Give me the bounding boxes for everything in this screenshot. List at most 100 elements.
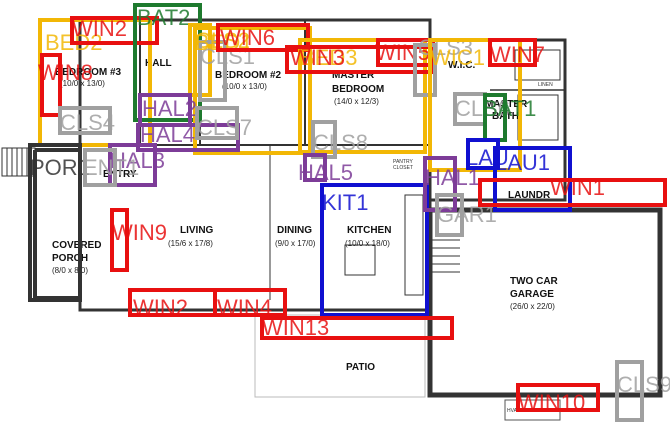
annotation-label: CLS8 xyxy=(313,130,368,155)
annotation-bat1: BAT1 xyxy=(483,93,536,142)
annotation-win6: WIN6 xyxy=(216,23,310,52)
annotation-label: WIN6 xyxy=(220,25,275,50)
kitchen-counter xyxy=(404,194,424,296)
annotation-cls8: CLS8 xyxy=(311,120,368,159)
annotation-label: WIN7 xyxy=(490,42,545,67)
annotation-bed3: BED3 xyxy=(298,38,427,154)
room-label-garage-2: GARAGE xyxy=(510,289,554,300)
annotation-label: WIN2 xyxy=(72,16,127,41)
annotation-box xyxy=(28,143,82,302)
annotation-box xyxy=(193,26,312,155)
annotation-bat2: BAT2 xyxy=(133,3,202,122)
annotation-box xyxy=(516,383,600,412)
annotation-label: HAL5 xyxy=(298,160,353,185)
annotation-box xyxy=(110,208,129,272)
room-label-living: LIVING xyxy=(180,225,214,236)
room-dims-kitchen: (10/0 x 18/0) xyxy=(345,239,390,248)
annotation-win7: WIN7 xyxy=(488,38,545,67)
room-label-wic: W.I.C. xyxy=(448,60,475,71)
label-linen: LINEN xyxy=(538,82,553,88)
annotation-box xyxy=(83,148,117,187)
annotation-label: POR1 xyxy=(30,155,90,180)
annotation-label: WIC1 xyxy=(430,45,485,70)
room-dims-bedroom3: (10/0 x 13/0) xyxy=(60,79,105,88)
annotation-box xyxy=(478,178,667,207)
annotation-hal1: HAL1 xyxy=(423,156,480,212)
annotation-box xyxy=(303,153,327,182)
annotation-label: WIN13 xyxy=(262,315,329,340)
garage-steps xyxy=(432,239,460,273)
annotation-box xyxy=(40,53,62,117)
annotation-label: WIN2 xyxy=(133,295,188,320)
room-label-porch-2: PORCH xyxy=(52,253,88,264)
room-label-master-2: BEDROOM xyxy=(332,84,384,95)
annotation-box xyxy=(466,138,500,170)
annotation-label: ENT1 xyxy=(83,155,139,180)
annotation-box xyxy=(58,106,112,135)
annotation-box xyxy=(423,156,457,212)
annotation-win8: WIN8 xyxy=(38,53,93,117)
room-label-dining: DINING xyxy=(277,225,312,236)
annotation-win2: WIN2 xyxy=(128,288,217,320)
annotation-wic1: WIC1 xyxy=(428,38,522,172)
room-dims-garage: (26/0 x 22/0) xyxy=(510,302,555,311)
annotation-label: WIN10 xyxy=(518,390,585,415)
room-label-entry: ENTRY xyxy=(103,169,137,180)
annotation-label: BAT2 xyxy=(137,5,190,30)
annotation-box xyxy=(615,360,644,422)
room-label-kitchen: KITCHEN xyxy=(347,225,391,236)
room-label-bedroom2: BEDROOM #2 xyxy=(215,70,282,81)
annotation-box xyxy=(413,43,437,97)
annotation-box xyxy=(213,288,287,317)
annotation-box xyxy=(108,143,157,187)
annotation-win3: WIN3 xyxy=(285,45,434,74)
annotation-cls9: CLS9 xyxy=(615,360,670,422)
annotation-label: HAL2 xyxy=(142,96,197,121)
annotation-box xyxy=(70,16,159,45)
annotation-label: WIN9 xyxy=(112,220,167,245)
annotation-por1: POR1 xyxy=(28,143,90,302)
room-label-porch: COVERED xyxy=(52,240,101,251)
room-dims-bedroom2: (10/0 x 13/0) xyxy=(222,82,267,91)
annotation-box xyxy=(488,38,537,67)
annotation-label: WIN1 xyxy=(550,175,605,200)
label-pantry: PANTRY xyxy=(393,159,413,165)
kitchen-island xyxy=(344,244,376,276)
annotation-box xyxy=(198,40,227,102)
annotation-cls4: CLS4 xyxy=(58,106,115,135)
annotation-ent1: ENT1 xyxy=(83,148,139,187)
annotation-box xyxy=(320,183,429,317)
annotation-kit1: KIT1 xyxy=(320,183,429,317)
annotation-label: WIN3 xyxy=(290,45,345,70)
annotation-label: KIT1 xyxy=(322,190,368,215)
annotation-label: WIN8 xyxy=(38,60,93,85)
annotation-cls7: CLS7 xyxy=(195,106,252,140)
annotation-win13: WIN13 xyxy=(260,315,454,340)
annotation-win1: WIN1 xyxy=(478,175,667,207)
annotation-win2: WIN2 xyxy=(70,16,159,45)
room-label-master: MASTER xyxy=(332,70,375,81)
garage-outline xyxy=(427,207,663,398)
annotation-win10: WIN10 xyxy=(516,383,600,415)
room-label-garage: TWO CAR xyxy=(510,276,559,287)
annotation-hal2: HAL2 xyxy=(138,93,197,127)
room-dims-dining: (9/0 x 17/0) xyxy=(275,239,316,248)
annotation-label: CLS4 xyxy=(60,110,115,135)
annotation-box xyxy=(216,23,310,52)
annotation-label: LAU xyxy=(466,145,509,170)
annotation-hal3: HAL3 xyxy=(108,143,165,187)
annotation-win9: WIN9 xyxy=(110,208,167,272)
annotation-label: CLS7 xyxy=(197,115,252,140)
room-label-laundry: LAUNDR xyxy=(508,190,551,201)
annotation-label: HAL3 xyxy=(110,148,165,173)
annotation-box xyxy=(195,106,239,140)
room-dims-living: (15/6 x 17/8) xyxy=(168,239,213,248)
room-label-hall: HALL xyxy=(145,58,172,69)
entry-steps xyxy=(1,147,36,177)
annotation-label: LAU1 xyxy=(495,150,550,175)
label-closet: CLOSET xyxy=(393,165,413,171)
room-label-patio: PATIO xyxy=(346,362,375,373)
